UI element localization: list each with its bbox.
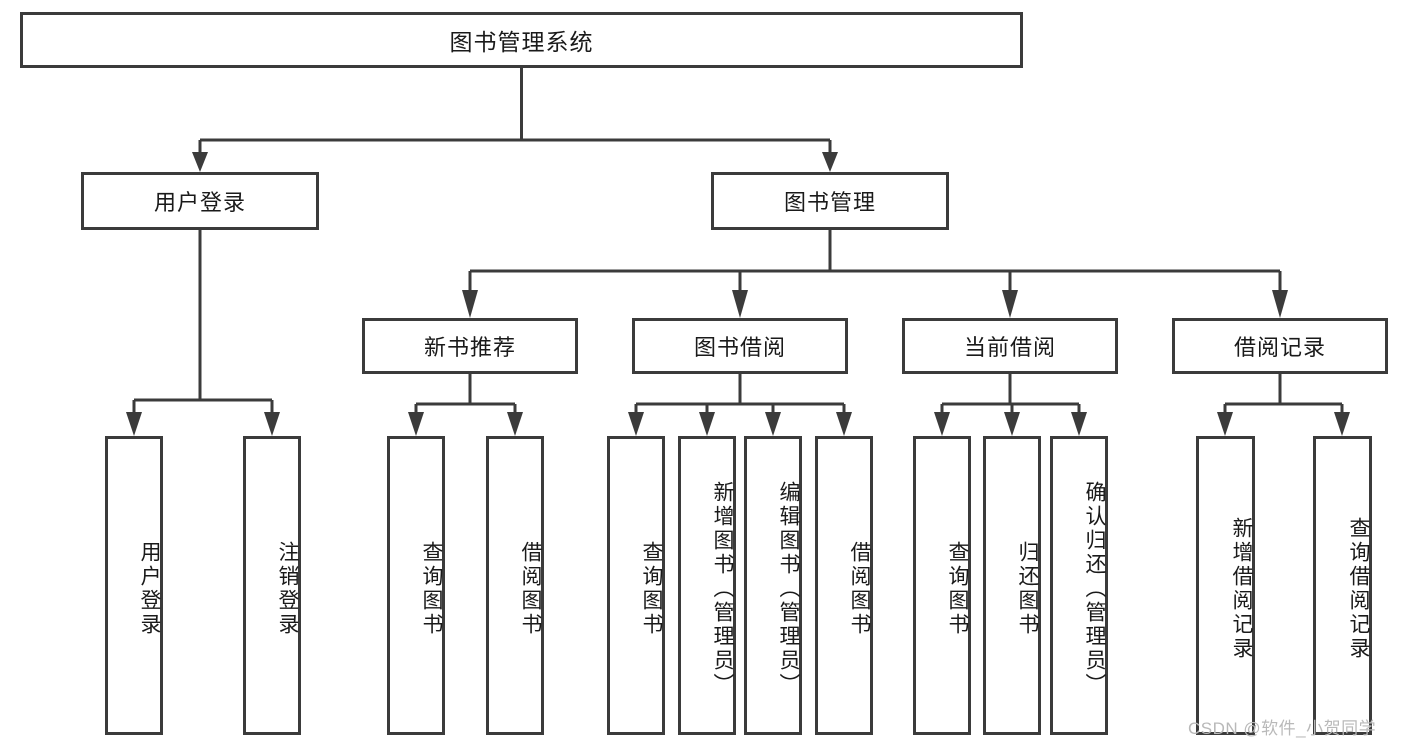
node-label: 查询图书 [946,540,969,637]
node-leaf-edit-book[interactable]: 编辑图书（管理员） [744,436,802,735]
node-current-borrow[interactable]: 当前借阅 [902,318,1118,374]
node-label: 新增图书（管理员） [711,480,734,697]
node-leaf-add-record[interactable]: 新增借阅记录 [1196,436,1255,735]
node-label: 用户登录 [153,190,246,215]
node-label: 图书管理 [783,190,876,215]
node-label: 借阅图书 [848,540,871,637]
node-leaf-query-book-1[interactable]: 查询图书 [387,436,445,735]
node-leaf-user-login[interactable]: 用户登录 [105,436,163,735]
node-leaf-query-record[interactable]: 查询借阅记录 [1313,436,1372,735]
node-label: 确认归还（管理员） [1083,480,1106,697]
csdn-watermark: CSDN @软件_小贺同学 [1188,719,1377,738]
node-label: 图书借阅 [693,335,786,360]
node-label: 借阅记录 [1233,335,1326,360]
node-leaf-return-book[interactable]: 归还图书 [983,436,1041,735]
node-label: 查询借阅记录 [1347,516,1370,661]
node-leaf-query-book-3[interactable]: 查询图书 [913,436,971,735]
node-leaf-confirm-return[interactable]: 确认归还（管理员） [1050,436,1108,735]
node-book-borrow[interactable]: 图书借阅 [632,318,848,374]
node-user-login[interactable]: 用户登录 [81,172,319,230]
node-label: 图书管理系统 [449,29,594,55]
node-leaf-query-book-2[interactable]: 查询图书 [607,436,665,735]
node-leaf-borrow-book-1[interactable]: 借阅图书 [486,436,544,735]
node-label: 查询图书 [420,540,443,637]
node-label: 当前借阅 [963,335,1056,360]
node-root-system[interactable]: 图书管理系统 [20,12,1023,68]
node-leaf-add-book[interactable]: 新增图书（管理员） [678,436,736,735]
node-label: 编辑图书（管理员） [777,480,800,697]
node-label: 新书推荐 [423,335,516,360]
node-borrow-record[interactable]: 借阅记录 [1172,318,1388,374]
node-label: 查询图书 [640,540,663,637]
node-book-manage[interactable]: 图书管理 [711,172,949,230]
node-leaf-borrow-book-2[interactable]: 借阅图书 [815,436,873,735]
node-label: 用户登录 [138,540,161,637]
node-label: 借阅图书 [519,540,542,637]
node-label: 归还图书 [1016,540,1039,637]
node-new-book-rec[interactable]: 新书推荐 [362,318,578,374]
node-leaf-logout[interactable]: 注销登录 [243,436,301,735]
node-label: 新增借阅记录 [1230,516,1253,661]
node-label: 注销登录 [276,540,299,637]
